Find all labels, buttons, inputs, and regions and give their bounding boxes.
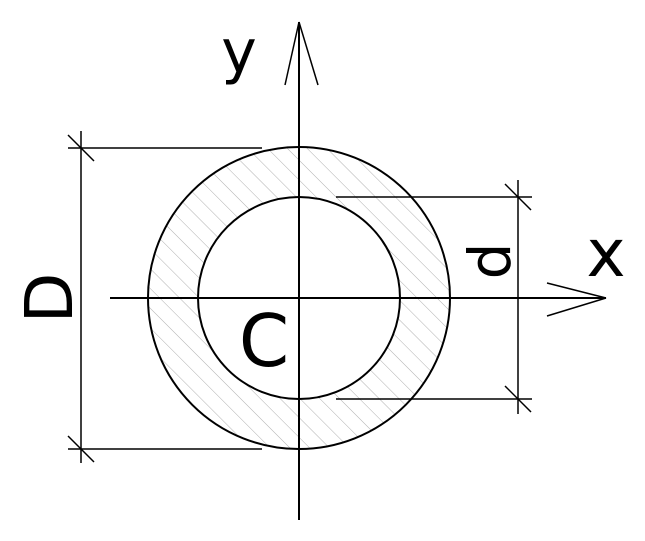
y-axis bbox=[284, 21, 319, 520]
inner-diameter-dimension bbox=[336, 180, 532, 414]
hatched-ring bbox=[147, 146, 450, 450]
centroid-label: C bbox=[239, 299, 289, 383]
inner-diameter-label: d bbox=[456, 243, 524, 280]
outer-diameter-label: D bbox=[11, 273, 88, 324]
x-axis-label: x bbox=[586, 215, 625, 292]
y-axis-label: y bbox=[221, 17, 257, 87]
x-axis bbox=[110, 282, 607, 317]
outer-diameter-dimension bbox=[67, 131, 262, 463]
